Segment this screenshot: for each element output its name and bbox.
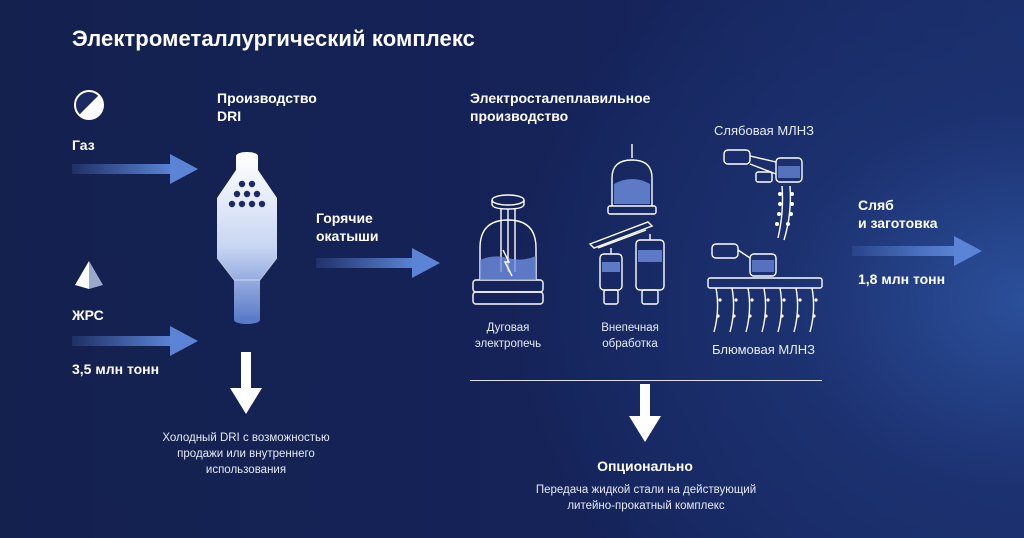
bloom-caster-label: Блюмовая МЛНЗ bbox=[712, 342, 815, 357]
ore-arrow bbox=[72, 326, 198, 356]
half-circle-icon bbox=[74, 90, 104, 120]
output-label: Сляб и заготовка bbox=[858, 196, 938, 232]
hot-pellets-line1: Горячие bbox=[316, 210, 373, 226]
dri-shaft-furnace-icon bbox=[216, 152, 278, 324]
gas-label: Газ bbox=[72, 137, 95, 153]
dri-title-line1: Производство bbox=[217, 90, 317, 106]
dri-output-line2: продажи или внутреннего bbox=[177, 448, 315, 460]
steelmaking-divider bbox=[470, 380, 822, 381]
ore-label: ЖРС bbox=[72, 307, 104, 323]
arc-furnace-line2: электропечь bbox=[474, 338, 542, 350]
optional-line2: литейно-прокатный комплекс bbox=[567, 500, 725, 512]
dri-output-text: Холодный DRI с возможностью продажи или … bbox=[140, 430, 352, 478]
gas-arrow bbox=[72, 154, 198, 184]
dri-output-line3: использования bbox=[205, 464, 287, 476]
arc-furnace-label: Дуговая электропечь bbox=[460, 320, 556, 352]
optional-line1: Передача жидкой стали на действующий bbox=[535, 484, 757, 496]
optional-title: Опционально bbox=[597, 458, 693, 474]
arc-furnace-icon bbox=[472, 194, 544, 305]
ladle-label: Внепечная обработка bbox=[580, 320, 680, 352]
ore-volume: 3,5 млн тонн bbox=[72, 361, 160, 377]
optional-text: Передача жидкой стали на действующий лит… bbox=[500, 482, 792, 514]
page-title: Электрометаллургический комплекс bbox=[72, 26, 475, 51]
ladle-line1: Внепечная bbox=[601, 322, 659, 334]
dri-down-arrow bbox=[230, 352, 262, 414]
dri-title-line2: DRI bbox=[217, 108, 242, 124]
pyramid-icon bbox=[75, 261, 103, 289]
output-volume: 1,8 млн тонн bbox=[858, 271, 946, 287]
output-line2: и заготовка bbox=[858, 215, 938, 231]
hot-pellets-line2: окатыши bbox=[316, 228, 379, 244]
bloom-caster-icon bbox=[707, 243, 823, 333]
ladle-furnace-icon bbox=[588, 144, 665, 305]
output-arrow bbox=[852, 236, 982, 266]
dri-output-line1: Холодный DRI с возможностью bbox=[162, 432, 330, 444]
optional-down-arrow bbox=[629, 384, 661, 442]
arc-furnace-line1: Дуговая bbox=[486, 322, 530, 334]
dri-title: Производство DRI bbox=[217, 89, 317, 125]
hot-pellets-arrow bbox=[316, 248, 440, 278]
steelmaking-title: Электросталеплавильное производство bbox=[470, 89, 650, 125]
output-line1: Сляб bbox=[858, 197, 894, 213]
ladle-line2: обработка bbox=[602, 338, 658, 350]
slab-caster-label: Слябовая МЛНЗ bbox=[714, 123, 814, 138]
hot-pellets-label: Горячие окатыши bbox=[316, 209, 378, 245]
steelmaking-title-line1: Электросталеплавильное bbox=[470, 90, 651, 106]
steelmaking-title-line2: производство bbox=[470, 108, 569, 124]
slab-caster-icon bbox=[723, 149, 803, 241]
